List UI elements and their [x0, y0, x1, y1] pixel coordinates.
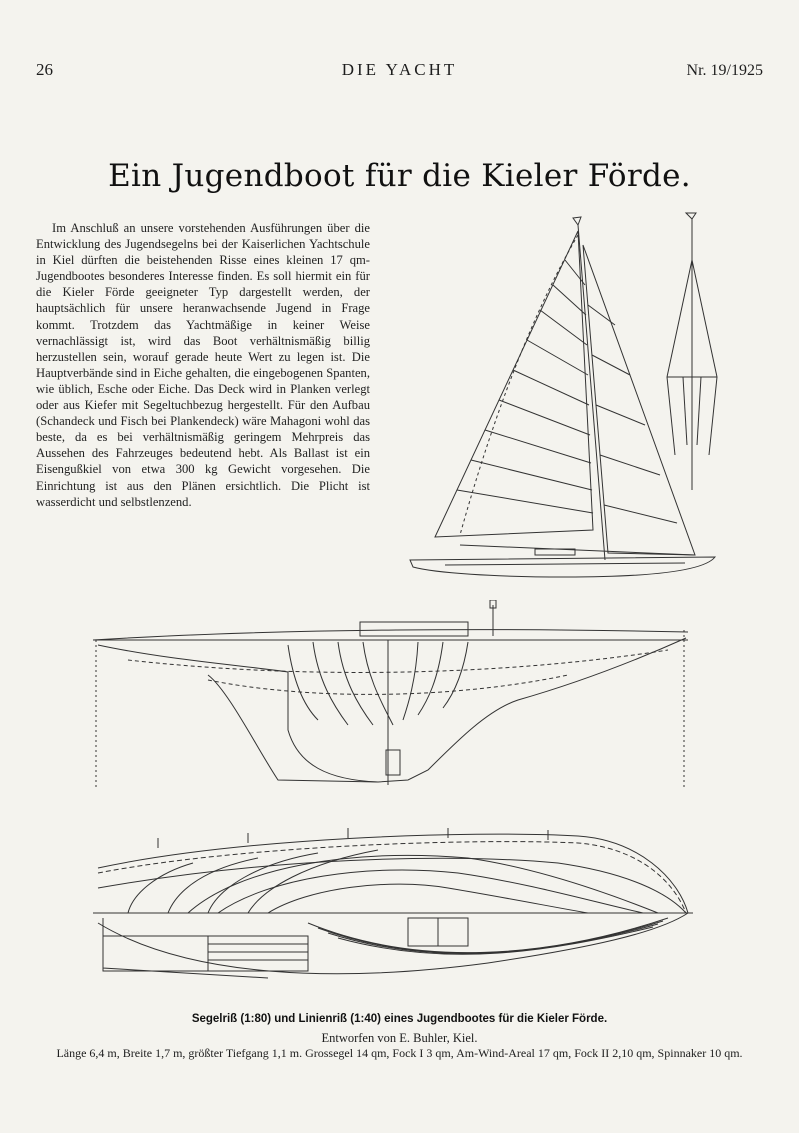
- page-number: 26: [36, 60, 53, 79]
- figure-specs: Länge 6,4 m, Breite 1,7 m, größter Tiefg…: [56, 1046, 743, 1060]
- lines-plan-deck-drawing: [88, 818, 700, 998]
- article-body: Im Anschluß an unsere vorstehenden Ausfü…: [36, 220, 370, 510]
- figure-credit: Entworfen von E. Buhler, Kiel.: [321, 1031, 478, 1045]
- body-paragraph: Im Anschluß an unsere vorstehenden Ausfü…: [36, 221, 370, 509]
- sail-plan-drawing: [405, 205, 725, 590]
- article-title: Ein Jugendboot für die Kieler Förde.: [108, 158, 691, 194]
- lines-plan-profile-drawing: [88, 600, 700, 800]
- figure-caption: Segelriß (1:80) und Linienriß (1:40) ein…: [191, 1013, 608, 1025]
- issue-number: Nr. 19/1925: [686, 62, 763, 79]
- running-head: DIE YACHT: [341, 60, 458, 79]
